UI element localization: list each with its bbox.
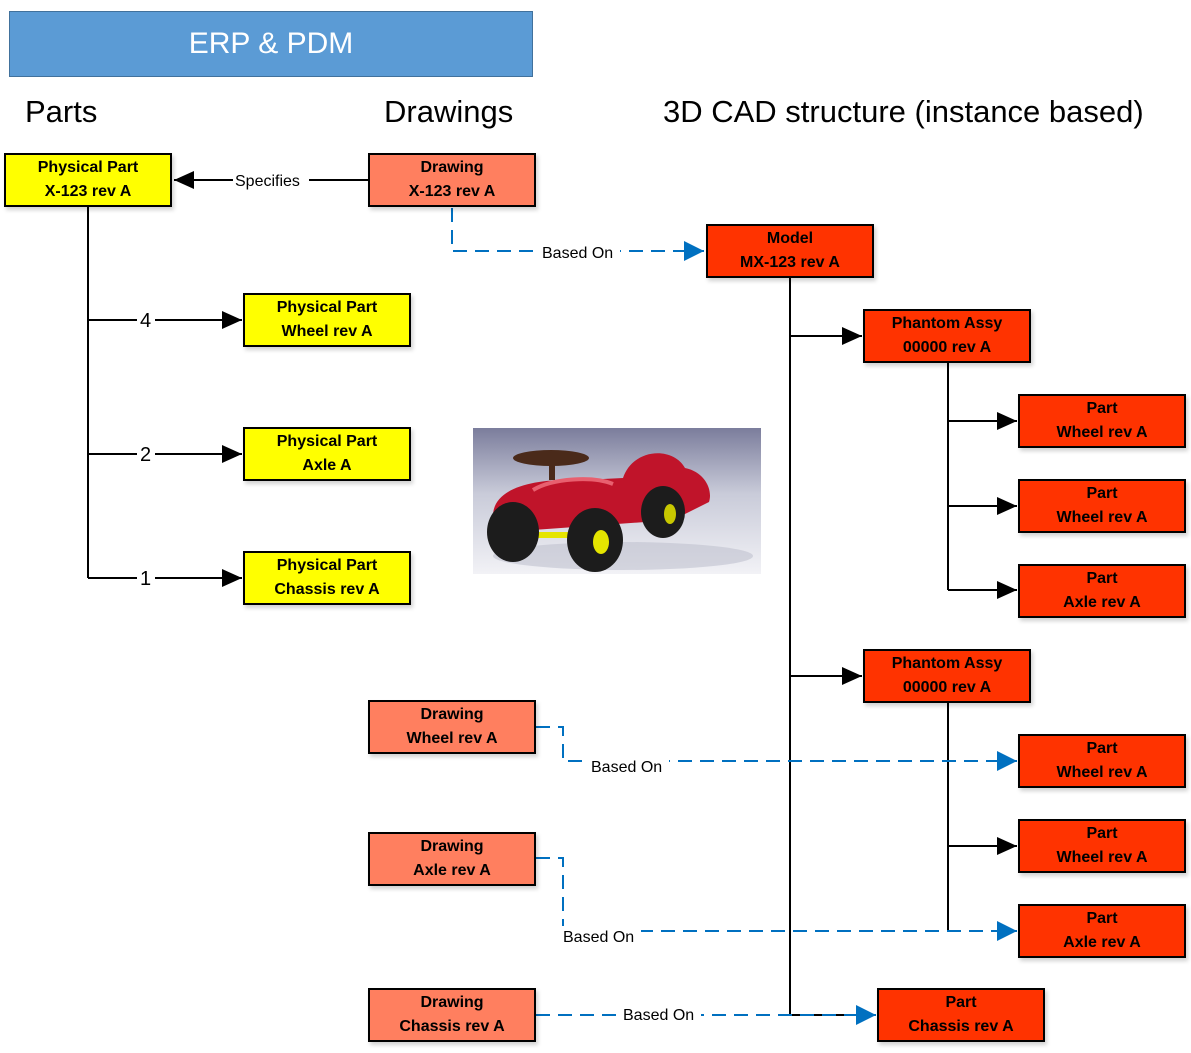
node-subtitle: X-123 rev A [408,183,496,200]
node-subtitle: 00000 rev A [902,339,992,356]
node-title: Part [1086,825,1118,842]
node-subtitle: Axle A [302,457,352,474]
node-title: Phantom Assy [891,315,1003,332]
node-subtitle: MX-123 rev A [740,254,840,271]
qty-wheel: 4 [140,310,151,332]
physical-part-wheel[interactable]: Physical Part Wheel rev A [243,293,411,347]
cad-part-axle-2[interactable]: Part Axle rev A [1018,904,1186,958]
node-title: Physical Part [276,557,378,574]
parts-heading: Parts [25,94,98,129]
node-subtitle: Wheel rev A [1056,849,1148,866]
toy-car-icon [487,450,753,572]
node-title: Physical Part [276,433,378,450]
node-title: Model [766,230,814,247]
based-on-label-chassis: Based On [623,1007,694,1024]
cad-part-wheel-2[interactable]: Part Wheel rev A [1018,479,1186,533]
node-subtitle: Axle rev A [1063,594,1141,611]
physical-part-chassis[interactable]: Physical Part Chassis rev A [243,551,411,605]
node-title: Drawing [420,994,484,1011]
based-on-labels: Based On Based On Based On Based On [540,242,701,1024]
cad-part-axle-1[interactable]: Part Axle rev A [1018,564,1186,618]
node-title: Physical Part [276,299,378,316]
node-subtitle: Chassis rev A [908,1018,1014,1035]
node-subtitle: Axle rev A [1063,934,1141,951]
cad-phantom-assy-2[interactable]: Phantom Assy 00000 rev A [863,649,1031,703]
drawing-chassis[interactable]: Drawing Chassis rev A [368,988,536,1042]
cad-part-wheel-3[interactable]: Part Wheel rev A [1018,734,1186,788]
physical-part-axle[interactable]: Physical Part Axle A [243,427,411,481]
cad-part-wheel-1[interactable]: Part Wheel rev A [1018,394,1186,448]
node-subtitle: Wheel rev A [1056,424,1148,441]
node-title: Drawing [420,159,484,176]
cad-model-mx123[interactable]: Model MX-123 rev A [706,224,874,278]
node-title: Phantom Assy [891,655,1003,672]
node-subtitle: Chassis rev A [274,581,380,598]
node-title: Part [1086,400,1118,417]
cad-phantom-assy-1[interactable]: Phantom Assy 00000 rev A [863,309,1031,363]
cad-part-chassis[interactable]: Part Chassis rev A [877,988,1045,1042]
based-on-label-wheel: Based On [591,759,662,776]
node-title: Part [945,994,977,1011]
node-subtitle: Wheel rev A [281,323,373,340]
drawing-wheel[interactable]: Drawing Wheel rev A [368,700,536,754]
based-on-label-axle: Based On [563,929,634,946]
qty-axle: 2 [140,444,151,466]
node-subtitle: Wheel rev A [1056,509,1148,526]
node-title: Part [1086,740,1118,757]
node-title: Part [1086,570,1118,587]
node-subtitle: Axle rev A [413,862,491,879]
node-subtitle: 00000 rev A [902,679,992,696]
qty-chassis: 1 [140,568,151,590]
drawing-axle[interactable]: Drawing Axle rev A [368,832,536,886]
node-title: Part [1086,910,1118,927]
node-subtitle: Wheel rev A [406,730,498,747]
parts-tree-lines [87,206,242,587]
node-subtitle: X-123 rev A [44,183,132,200]
specifies-label: Specifies [235,173,300,190]
drawings-heading: Drawings [384,94,514,129]
erp-pdm-banner: ERP & PDM [9,11,533,77]
based-on-label-model: Based On [542,245,613,262]
cad-tree-lines [789,277,1017,1016]
node-subtitle: Chassis rev A [399,1018,505,1035]
cad-heading: 3D CAD structure (instance based) [663,94,1144,129]
qty-labels: 4 2 1 [137,310,155,590]
toy-car-render-image [473,428,761,574]
drawing-x123[interactable]: Drawing X-123 rev A [368,153,536,207]
physical-part-x123[interactable]: Physical Part X-123 rev A [4,153,172,207]
node-title: Drawing [420,706,484,723]
node-title: Part [1086,485,1118,502]
specifies-edge: Specifies [174,170,368,190]
node-subtitle: Wheel rev A [1056,764,1148,781]
node-title: Drawing [420,838,484,855]
cad-part-wheel-4[interactable]: Part Wheel rev A [1018,819,1186,873]
node-title: Physical Part [37,159,139,176]
